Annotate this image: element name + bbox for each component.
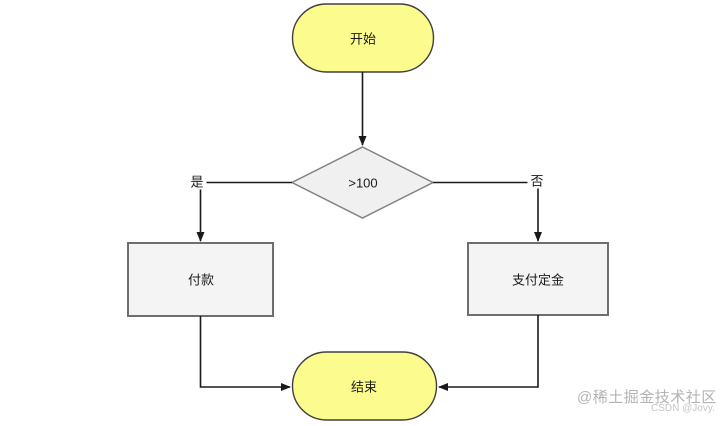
node-pay-label: 付款: [187, 272, 215, 288]
node-decision-shape: [290, 146, 435, 219]
edge-deposit-end: [438, 315, 539, 391]
edge-pay-end: [199, 316, 291, 391]
watermark-juejin: @稀土掘金技术社区: [577, 389, 717, 406]
edge-label-no: 否: [527, 173, 547, 189]
node-pay-shape: [127, 242, 274, 317]
watermark-csdn: CSDN @Jovy.: [651, 403, 715, 414]
node-end-label: 结束: [350, 379, 378, 395]
node-end-shape: [291, 351, 438, 421]
node-deposit-label: 支付定金: [511, 272, 565, 288]
edge-decision-pay: [196, 181, 292, 242]
edge-label-yes: 是: [187, 174, 207, 190]
node-start-label: 开始: [349, 31, 377, 47]
node-decision-label: >100: [348, 175, 378, 191]
edge-decision-deposit: [433, 181, 542, 242]
node-deposit-shape: [467, 242, 609, 316]
